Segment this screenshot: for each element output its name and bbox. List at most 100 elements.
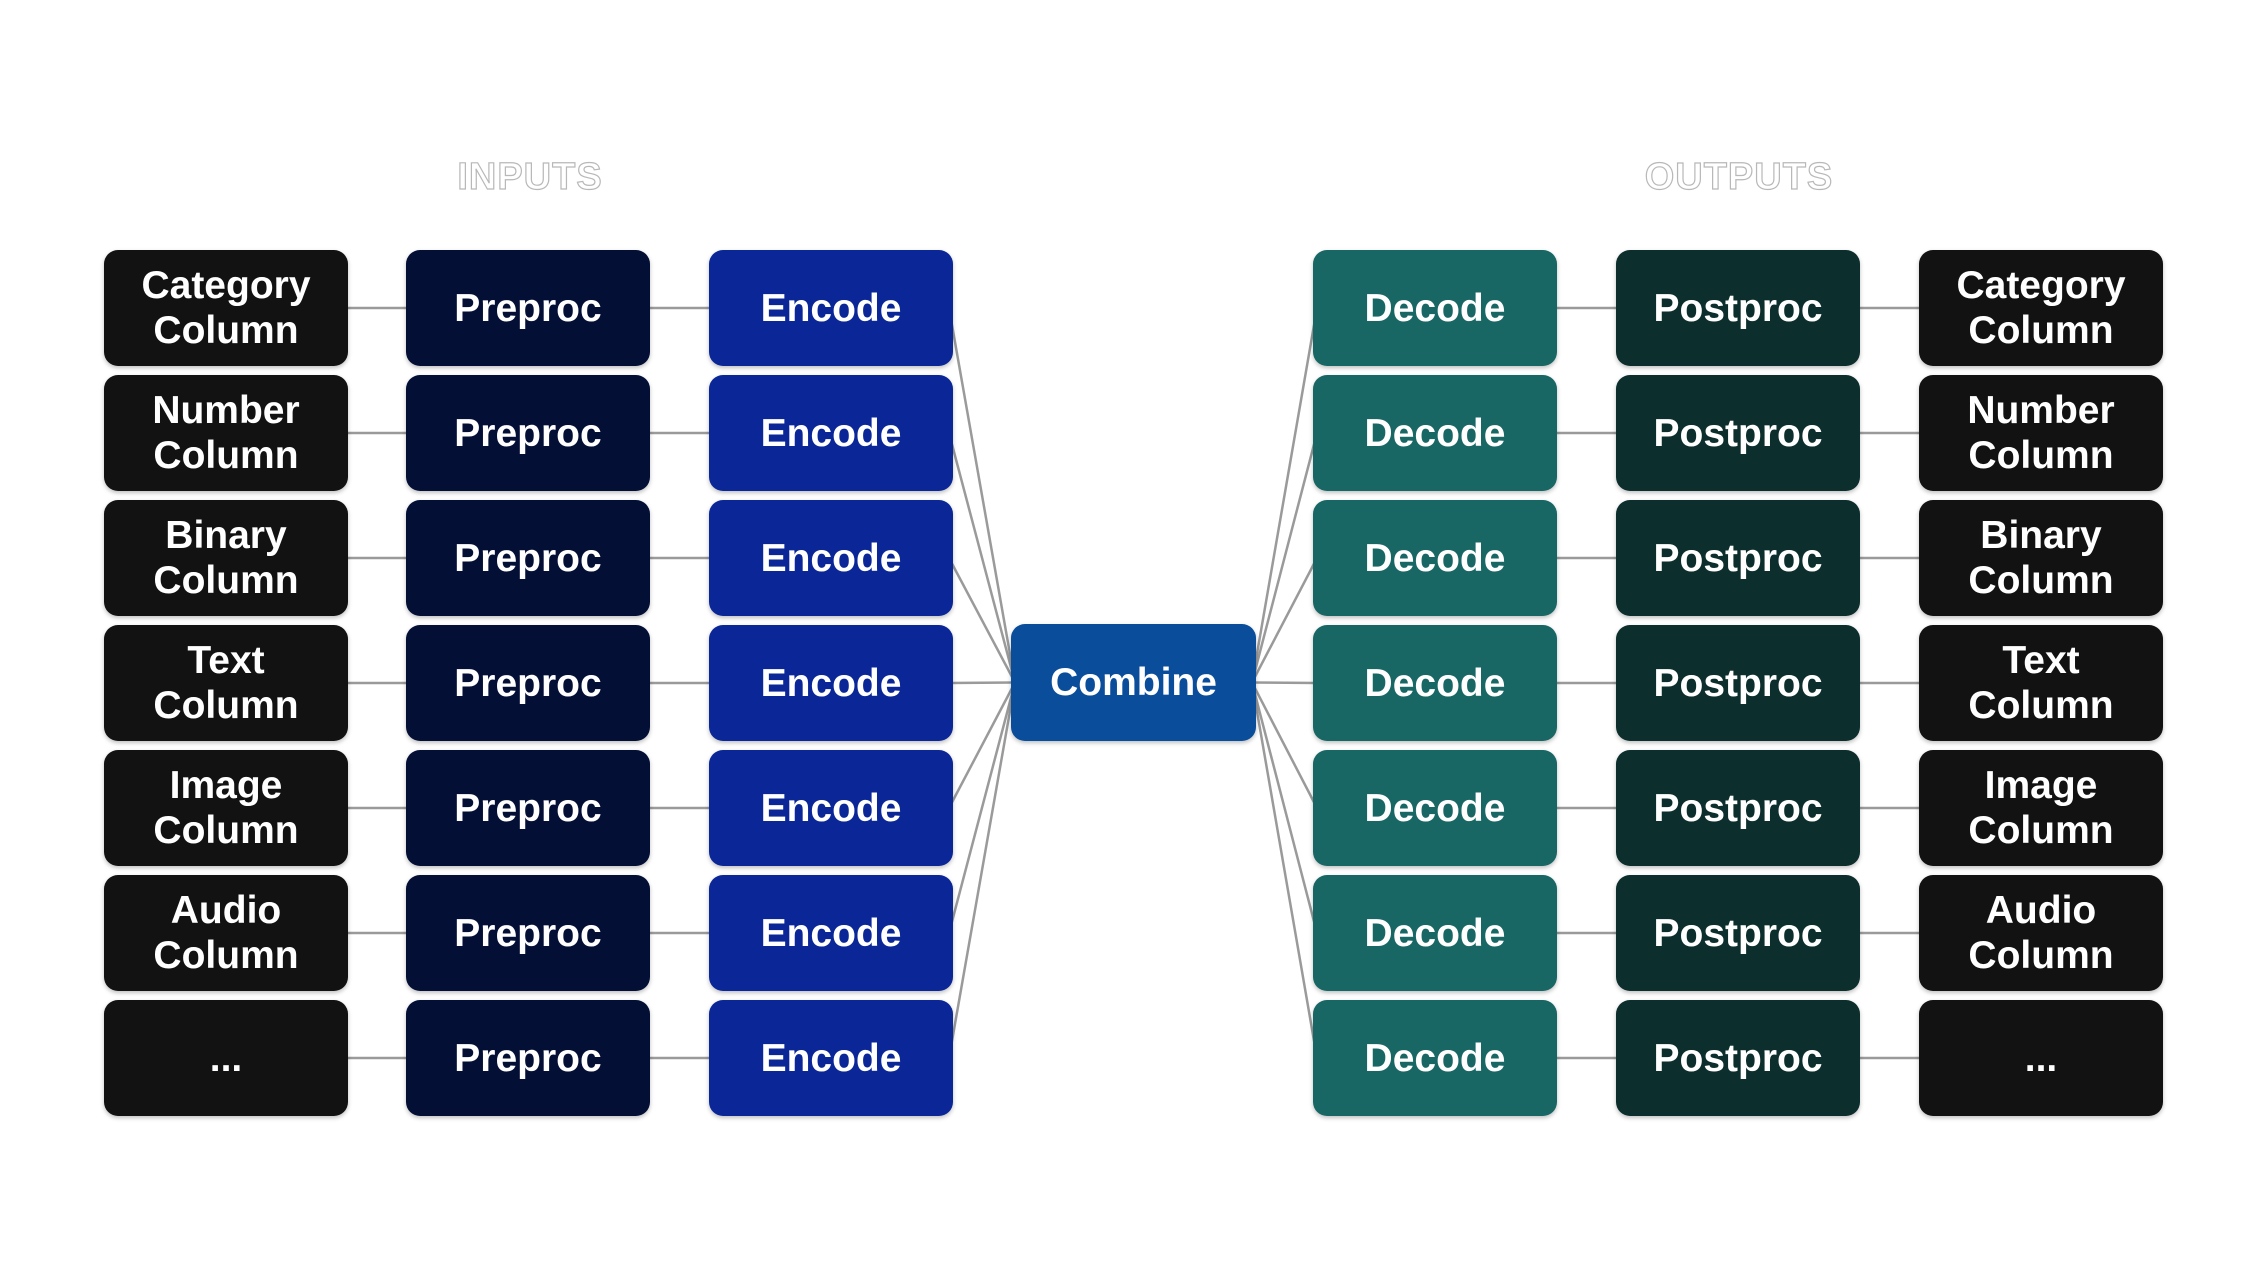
encode-node-label: Encode xyxy=(760,1036,902,1080)
input-more-node: ... xyxy=(104,1000,348,1116)
decode-node: Decode xyxy=(1313,1000,1557,1116)
inputs-title: INPUTS xyxy=(457,155,603,198)
postproc-node-label: Postproc xyxy=(1653,911,1823,955)
connector-encode-combine xyxy=(947,307,1017,683)
connector-combine-decode xyxy=(1250,557,1319,684)
encode-node: Encode xyxy=(709,1000,953,1116)
input-more-node-label: ... xyxy=(209,1036,243,1080)
connector-combine-decode xyxy=(1251,681,1318,685)
preproc-node: Preproc xyxy=(406,625,650,741)
connector-encode-combine xyxy=(947,681,1017,809)
combine-node: Combine xyxy=(1011,624,1256,741)
preproc-node: Preproc xyxy=(406,875,650,991)
connector-encode-combine xyxy=(947,682,1017,934)
postproc-node-label: Postproc xyxy=(1653,786,1823,830)
encode-node: Encode xyxy=(709,500,953,616)
connector-encode-combine xyxy=(947,557,1017,684)
postproc-node-label: Postproc xyxy=(1653,661,1823,705)
decode-node: Decode xyxy=(1313,750,1557,866)
encode-node-label: Encode xyxy=(760,536,902,580)
preproc-node-label: Preproc xyxy=(454,411,602,455)
preproc-node: Preproc xyxy=(406,1000,650,1116)
encode-node: Encode xyxy=(709,750,953,866)
preproc-node: Preproc xyxy=(406,500,650,616)
preproc-node-label: Preproc xyxy=(454,286,602,330)
decode-node: Decode xyxy=(1313,250,1557,366)
connector-combine-decode xyxy=(1250,681,1319,809)
combine-node-label: Combine xyxy=(1050,661,1217,704)
connector-combine-decode xyxy=(1250,682,1319,1059)
connector-encode-combine xyxy=(947,682,1017,1059)
preproc-node-label: Preproc xyxy=(454,661,602,705)
decode-node-label: Decode xyxy=(1364,286,1506,330)
postproc-node: Postproc xyxy=(1616,750,1860,866)
output-more-node-label: ... xyxy=(2024,1036,2058,1080)
preproc-node: Preproc xyxy=(406,375,650,491)
connector-combine-decode xyxy=(1250,307,1319,683)
decode-node-label: Decode xyxy=(1364,1036,1506,1080)
encode-node-label: Encode xyxy=(760,786,902,830)
decode-node-label: Decode xyxy=(1364,911,1506,955)
postproc-node: Postproc xyxy=(1616,1000,1860,1116)
decode-node-label: Decode xyxy=(1364,661,1506,705)
connector-combine-decode xyxy=(1250,432,1319,683)
connector-encode-combine xyxy=(947,432,1017,683)
encode-node-label: Encode xyxy=(760,411,902,455)
postproc-node: Postproc xyxy=(1616,500,1860,616)
decode-node-label: Decode xyxy=(1364,536,1506,580)
decode-node: Decode xyxy=(1313,625,1557,741)
outputs-title: OUTPUTS xyxy=(1644,155,1834,198)
connector-combine-decode xyxy=(1250,682,1319,934)
encode-node: Encode xyxy=(709,375,953,491)
encode-node: Encode xyxy=(709,875,953,991)
decode-node: Decode xyxy=(1313,500,1557,616)
postproc-node: Postproc xyxy=(1616,625,1860,741)
decode-node-label: Decode xyxy=(1364,411,1506,455)
postproc-node-label: Postproc xyxy=(1653,286,1823,330)
postproc-node-label: Postproc xyxy=(1653,411,1823,455)
connector-encode-combine xyxy=(948,681,1016,685)
decode-node-label: Decode xyxy=(1364,786,1506,830)
encode-node: Encode xyxy=(709,625,953,741)
encode-node: Encode xyxy=(709,250,953,366)
preproc-node-label: Preproc xyxy=(454,536,602,580)
encode-node-label: Encode xyxy=(760,661,902,705)
preproc-node-label: Preproc xyxy=(454,1036,602,1080)
preproc-node-label: Preproc xyxy=(454,786,602,830)
postproc-node: Postproc xyxy=(1616,250,1860,366)
postproc-node: Postproc xyxy=(1616,875,1860,991)
postproc-node: Postproc xyxy=(1616,375,1860,491)
decode-node: Decode xyxy=(1313,375,1557,491)
postproc-node-label: Postproc xyxy=(1653,1036,1823,1080)
encode-node-label: Encode xyxy=(760,286,902,330)
preproc-node-label: Preproc xyxy=(454,911,602,955)
postproc-node-label: Postproc xyxy=(1653,536,1823,580)
preproc-node: Preproc xyxy=(406,250,650,366)
encode-node-label: Encode xyxy=(760,911,902,955)
decode-node: Decode xyxy=(1313,875,1557,991)
